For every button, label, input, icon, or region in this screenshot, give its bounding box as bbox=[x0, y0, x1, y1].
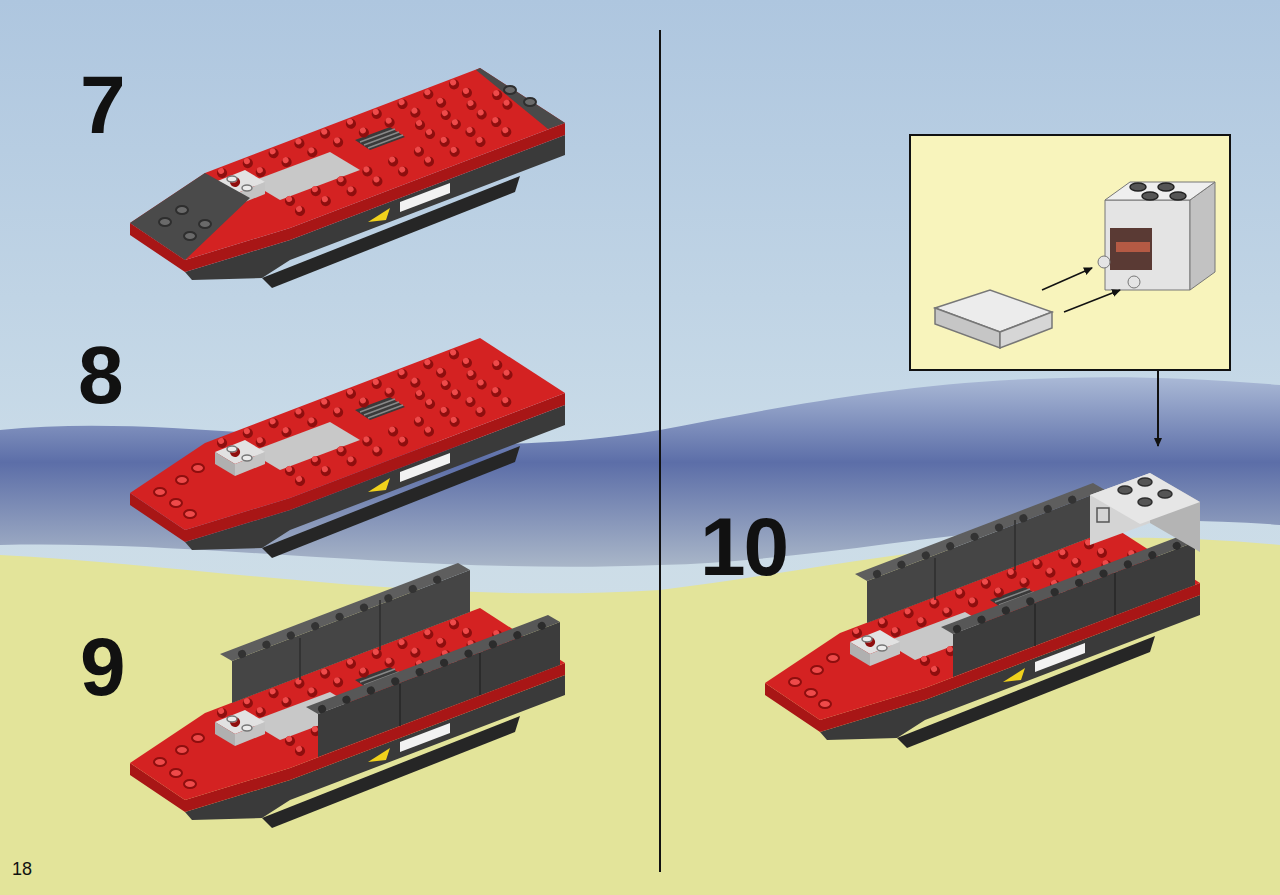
step-number: 8 bbox=[78, 334, 122, 416]
boat-step-8 bbox=[130, 338, 565, 558]
detail-inset bbox=[910, 135, 1230, 370]
step-number: 10 bbox=[700, 506, 787, 588]
boat-step-9 bbox=[130, 563, 565, 828]
step-number: 7 bbox=[80, 64, 124, 146]
page-number: 18 bbox=[12, 860, 32, 878]
boat-step-10 bbox=[765, 473, 1200, 748]
boat-step-7 bbox=[130, 68, 565, 288]
step-number: 9 bbox=[80, 626, 124, 708]
pointer-arrow bbox=[1157, 371, 1159, 446]
